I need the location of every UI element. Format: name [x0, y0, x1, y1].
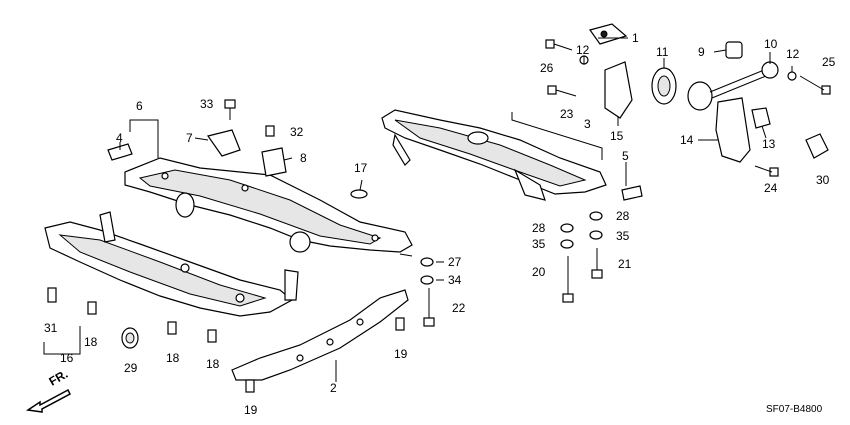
- callout-1: 1: [632, 31, 639, 45]
- callout-6: 6: [136, 99, 143, 113]
- front-direction-arrow: FR.: [25, 367, 71, 413]
- callout-15: 15: [610, 129, 624, 143]
- callout-26: 26: [540, 61, 554, 75]
- callout-2: 2: [330, 381, 337, 395]
- callout-14: 14: [680, 133, 694, 147]
- callout-32: 32: [290, 125, 304, 139]
- callout-20: 20: [532, 265, 546, 279]
- callout-7: 7: [186, 131, 193, 145]
- callout-35a: 35: [532, 237, 546, 251]
- callout-19a: 19: [394, 347, 408, 361]
- leader-lines: [43, 37, 793, 382]
- callout-31: 31: [44, 321, 58, 335]
- callout-35b: 35: [616, 229, 630, 243]
- callout-33: 33: [200, 97, 214, 111]
- callout-labels: 1 2 3 4 5 6 7 8 9 10 11 12 12 13 14 15 1…: [44, 31, 836, 417]
- fasteners: [47, 99, 643, 393]
- diagram-code: SF07-B4800: [766, 404, 823, 415]
- callout-4: 4: [116, 131, 123, 145]
- callout-34: 34: [448, 273, 462, 287]
- callout-16: 16: [60, 351, 74, 365]
- callout-19b: 19: [244, 403, 258, 417]
- front-subframe: [124, 157, 413, 253]
- callout-13: 13: [762, 137, 776, 151]
- callout-12b: 12: [786, 47, 800, 61]
- callout-11: 11: [656, 45, 669, 59]
- callout-30: 30: [816, 173, 830, 187]
- callout-18a: 18: [84, 335, 98, 349]
- callout-22: 22: [452, 301, 466, 315]
- callout-5: 5: [622, 149, 629, 163]
- lower-rear-plate: [231, 289, 409, 381]
- callout-29: 29: [124, 361, 138, 375]
- callout-28b: 28: [616, 209, 630, 223]
- callout-12a: 12: [576, 43, 590, 57]
- callout-10: 10: [764, 37, 778, 51]
- rear-mount-parts: [545, 23, 831, 177]
- rear-subframe: [381, 109, 607, 201]
- callout-27: 27: [448, 255, 462, 269]
- callout-28a: 28: [532, 221, 546, 235]
- lower-front-plate: [44, 211, 299, 317]
- callout-17: 17: [354, 161, 368, 175]
- callout-23: 23: [560, 107, 574, 121]
- callout-8: 8: [300, 151, 307, 165]
- callout-25: 25: [822, 55, 836, 69]
- callout-21: 21: [618, 257, 632, 271]
- direction-label: FR.: [47, 367, 71, 389]
- callout-24: 24: [764, 181, 778, 195]
- callout-18c: 18: [206, 357, 220, 371]
- callout-18b: 18: [166, 351, 180, 365]
- callout-9: 9: [698, 45, 705, 59]
- callout-3: 3: [584, 117, 591, 131]
